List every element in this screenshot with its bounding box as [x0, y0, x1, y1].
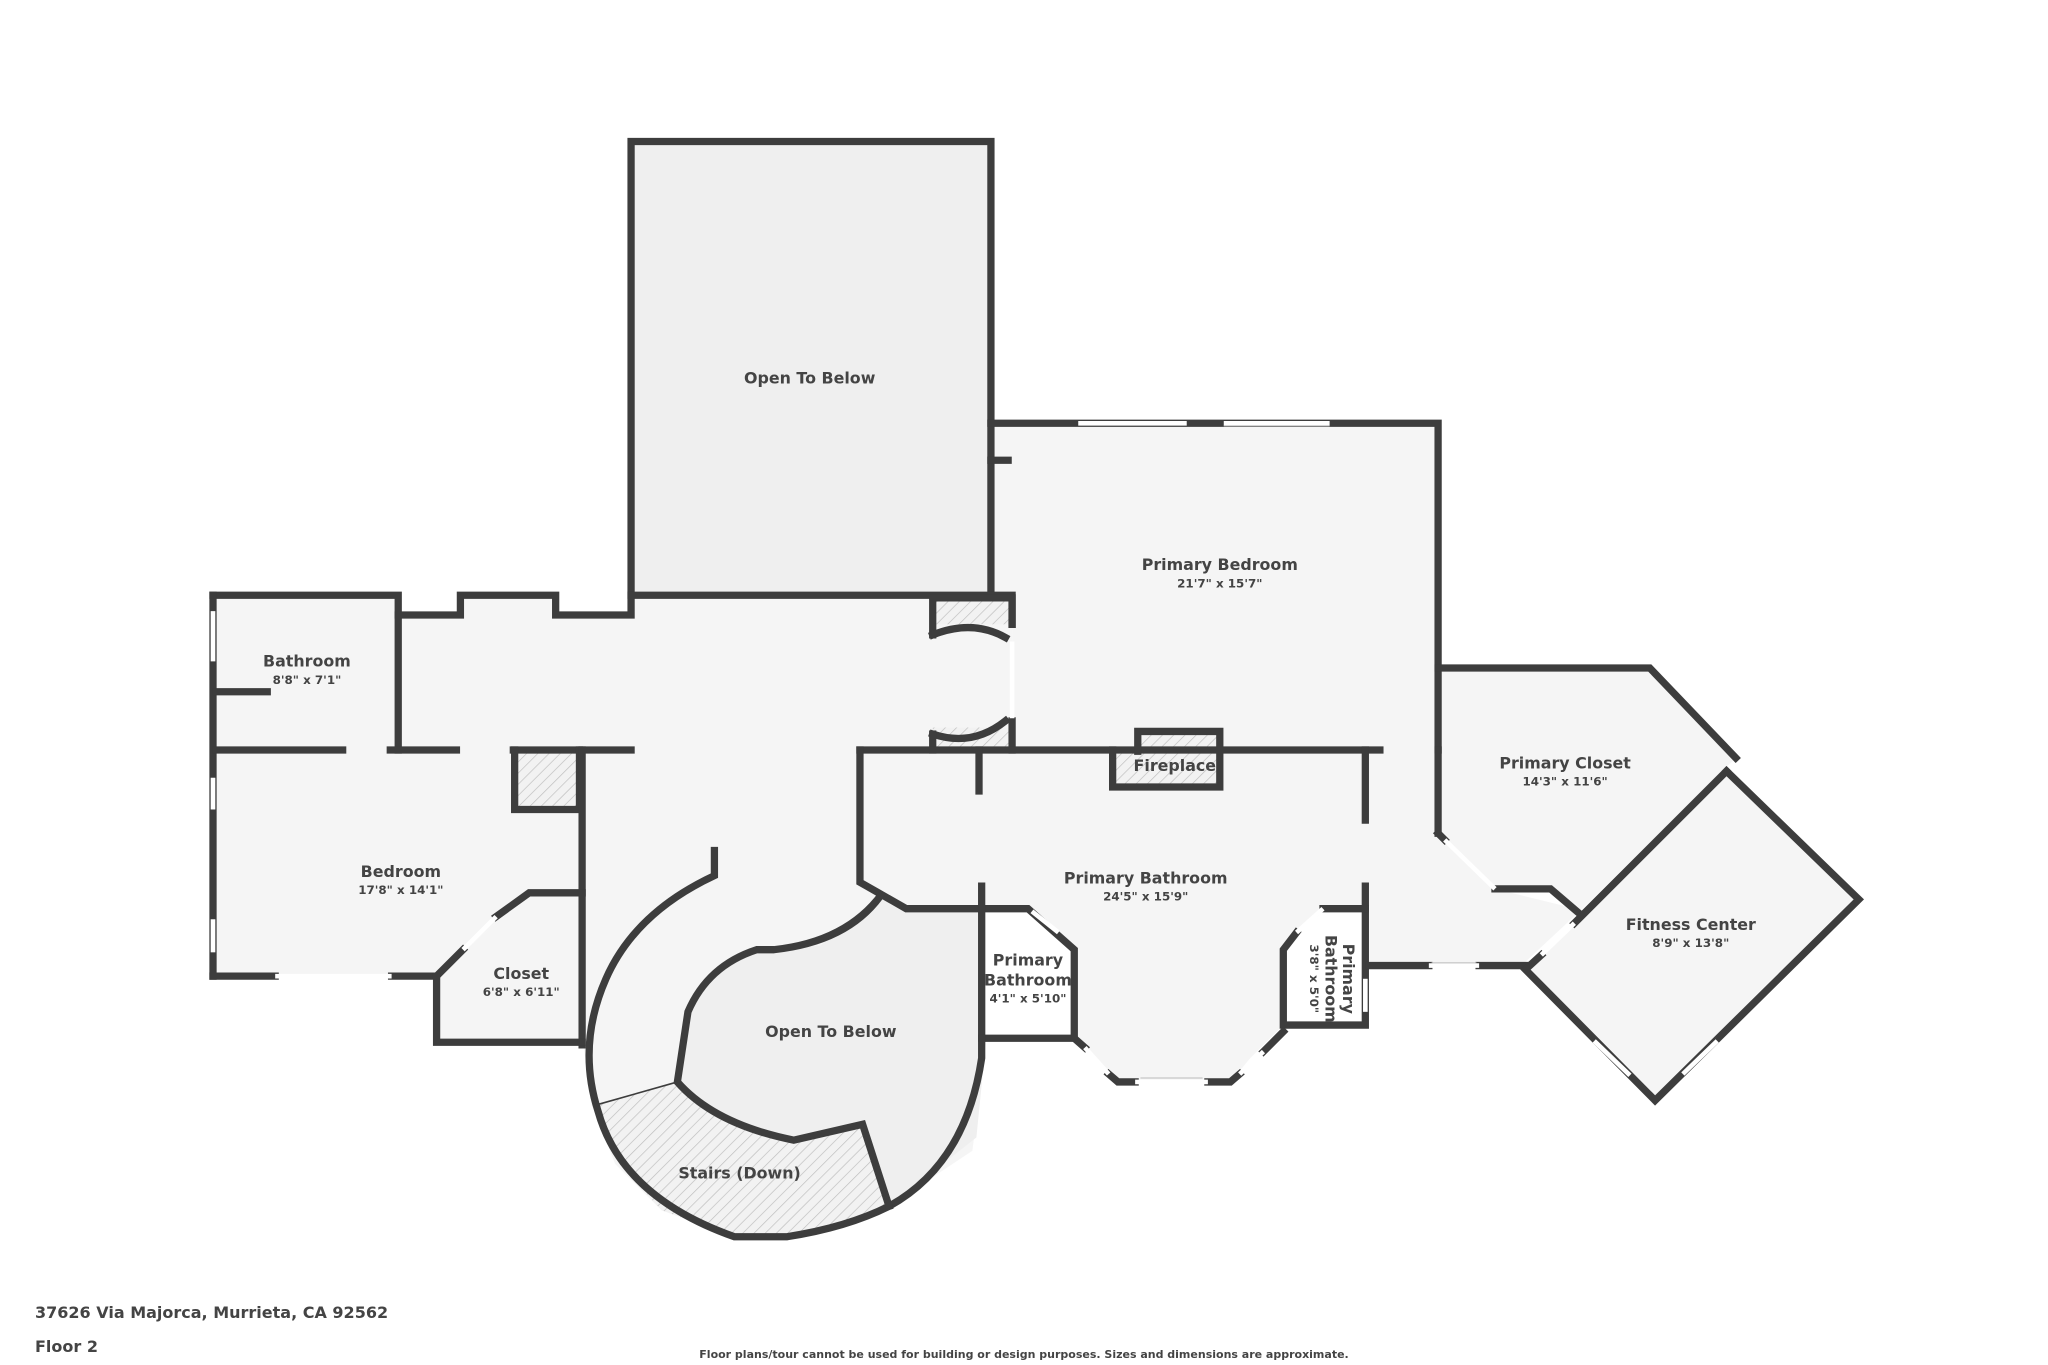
room-dim-fitness-center: 8'9" x 13'8" [1652, 936, 1729, 950]
room-dim-bedroom: 17'8" x 14'1" [358, 883, 443, 897]
floor-label: Floor 2 [35, 1337, 98, 1356]
room-label-primary-closet: Primary Closet [1499, 753, 1631, 772]
room-label-primary-bathroom-small-right-line1: Primary [1339, 944, 1358, 1015]
room-label-primary-bathroom: Primary Bathroom [1064, 869, 1228, 888]
property-address: 37626 Via Majorca, Murrieta, CA 92562 [35, 1303, 389, 1322]
room-label-open-to-below-lower: Open To Below [765, 1022, 897, 1041]
room-labels: Open To Below Primary Bedroom 21'7" x 15… [263, 369, 1756, 1183]
room-dim-primary-bathroom-small-left: 4'1" x 5'10" [989, 992, 1066, 1006]
room-label-closet: Closet [493, 964, 549, 983]
room-fills [213, 141, 1859, 1237]
room-dim-bathroom: 8'8" x 7'1" [273, 673, 342, 687]
room-label-bathroom: Bathroom [263, 652, 351, 671]
room-dim-primary-bathroom-small-right: 3'8" x 5'0" [1307, 944, 1321, 1013]
windows [210, 420, 1719, 1085]
room-label-open-to-below-upper: Open To Below [744, 369, 876, 388]
room-label-primary-bathroom-small-right-line2: Bathroom [1322, 935, 1341, 1023]
room-label-primary-bedroom: Primary Bedroom [1142, 555, 1298, 574]
room-dim-primary-bathroom: 24'5" x 15'9" [1103, 890, 1188, 904]
room-label-stairs-down: Stairs (Down) [678, 1164, 800, 1183]
disclaimer: Floor plans/tour cannot be used for buil… [699, 1348, 1349, 1361]
room-label-bedroom: Bedroom [361, 862, 441, 881]
room-dim-closet: 6'8" x 6'11" [483, 985, 560, 999]
room-dim-primary-bedroom: 21'7" x 15'7" [1177, 576, 1262, 590]
room-label-fireplace: Fireplace [1134, 756, 1217, 775]
room-label-primary-bathroom-small-left-line2: Bathroom [984, 970, 1072, 989]
room-dim-primary-closet: 14'3" x 11'6" [1522, 775, 1607, 789]
room-label-primary-bathroom-small-left-line1: Primary [993, 951, 1064, 970]
room-label-fitness-center: Fitness Center [1626, 915, 1756, 934]
